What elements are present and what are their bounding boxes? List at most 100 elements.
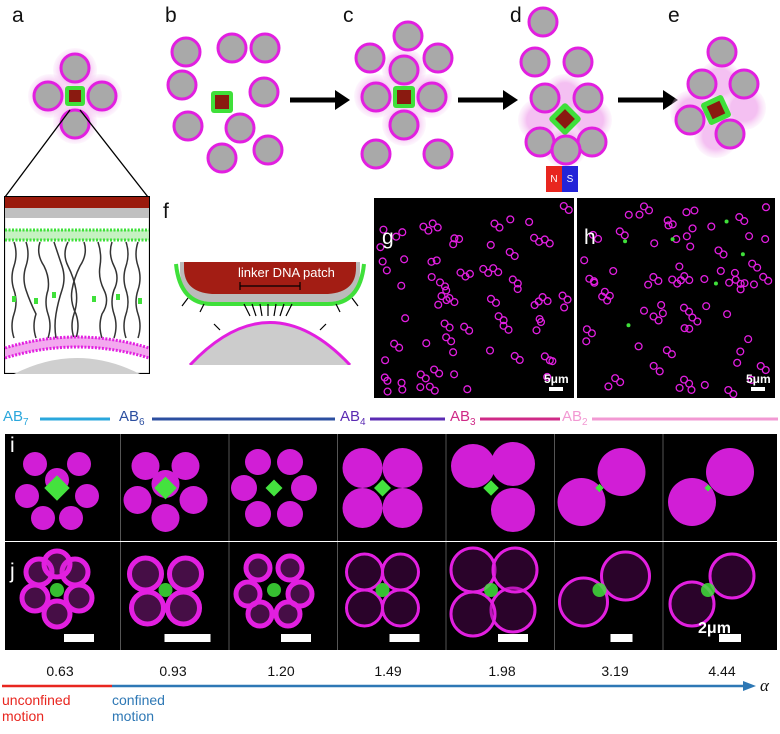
- micrograph-g: [374, 198, 574, 398]
- particle: [735, 213, 744, 222]
- particle: [450, 370, 459, 379]
- panel-label-d: d: [510, 4, 522, 27]
- particle: [540, 352, 549, 361]
- cluster-a: [28, 48, 122, 144]
- particle: [649, 361, 658, 370]
- row-j: [5, 542, 777, 650]
- particle-sphere: [245, 449, 271, 475]
- particle: [416, 370, 425, 379]
- patch-particle: [626, 323, 631, 328]
- particle: [449, 348, 458, 357]
- particle: [761, 235, 770, 244]
- patch-spot: [267, 583, 281, 597]
- particle: [702, 302, 711, 311]
- particle: [759, 272, 768, 281]
- particle: [397, 378, 406, 387]
- particle: [489, 264, 498, 273]
- patch-spot: [592, 583, 607, 597]
- magnet-north: N: [546, 166, 562, 192]
- particle: [593, 234, 603, 243]
- scale-bar: [610, 634, 633, 642]
- particle: [543, 372, 552, 381]
- particle: [559, 201, 568, 211]
- particle: [505, 247, 514, 257]
- patch-cube: [704, 484, 712, 492]
- particle-ring: [600, 550, 651, 602]
- particle: [756, 361, 765, 371]
- particle: [430, 365, 439, 374]
- particle: [398, 385, 407, 394]
- alpha-value-4: 1.49: [374, 663, 402, 679]
- particle: [690, 206, 699, 215]
- particle-sphere: [342, 488, 383, 528]
- particle: [560, 303, 569, 312]
- particle-sphere: [291, 475, 317, 501]
- particle-ring: [165, 589, 202, 627]
- particle-sphere: [131, 452, 160, 480]
- particle-ring: [273, 599, 303, 629]
- particle: [761, 365, 770, 375]
- particle-sphere: [382, 448, 423, 488]
- particle-sphere: [151, 504, 180, 532]
- alpha-value-7: 4.44: [708, 663, 736, 679]
- particle: [725, 278, 734, 287]
- particle: [534, 297, 543, 306]
- cluster-d: [518, 6, 612, 168]
- particle-ring: [127, 555, 164, 593]
- panel-label-f: f: [163, 200, 169, 223]
- lower-bilayer: [4, 335, 150, 374]
- particle: [390, 339, 399, 348]
- particle: [515, 355, 524, 365]
- patch-particle: [670, 237, 675, 242]
- particle: [719, 250, 728, 259]
- particle: [460, 322, 469, 331]
- particle: [588, 230, 598, 239]
- cluster-label-ab4: AB4: [340, 408, 366, 428]
- particle: [744, 335, 753, 344]
- particle: [714, 246, 723, 255]
- particle: [508, 275, 517, 284]
- particle-sphere: [491, 488, 535, 532]
- particle: [582, 325, 591, 334]
- particle: [536, 317, 546, 327]
- particle: [543, 297, 552, 306]
- particle: [675, 383, 684, 392]
- particle-sphere: [277, 501, 303, 527]
- patch-spot: [50, 583, 64, 597]
- particle: [587, 329, 596, 338]
- dna-strands: [11, 241, 141, 339]
- particle: [435, 278, 445, 287]
- particle: [679, 303, 689, 312]
- particle: [445, 323, 454, 332]
- particle: [513, 284, 522, 294]
- particle: [684, 307, 694, 316]
- particle: [499, 321, 508, 330]
- magnet-south: S: [562, 166, 578, 192]
- patch-cube: [265, 479, 283, 497]
- cluster-type-bar: [40, 417, 778, 421]
- particle: [639, 306, 649, 315]
- particle: [624, 210, 633, 219]
- particle: [716, 266, 725, 276]
- panel-label-a: a: [12, 4, 24, 27]
- particle-sphere: [31, 506, 55, 530]
- particle: [736, 347, 745, 356]
- particle: [548, 357, 557, 366]
- patch-spot: [158, 583, 173, 597]
- scale-bar: [389, 634, 420, 642]
- particle: [685, 324, 694, 333]
- particle: [485, 346, 495, 355]
- particle: [635, 210, 644, 219]
- scale-bar: [281, 634, 311, 642]
- particle: [582, 337, 591, 346]
- alpha-symbol: α: [760, 676, 769, 695]
- scale-bar-g: 5μm: [544, 372, 569, 391]
- particle-sphere: [179, 486, 208, 514]
- particle-sphere: [382, 488, 423, 528]
- motion-axis: [2, 681, 756, 691]
- particle: [639, 202, 649, 211]
- particle: [513, 279, 522, 288]
- particle: [465, 326, 474, 335]
- particle-ring: [63, 582, 95, 614]
